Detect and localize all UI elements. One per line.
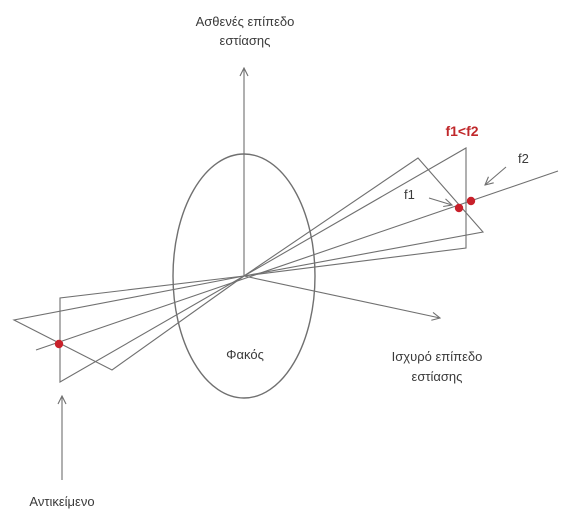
focal-point-f2 <box>466 196 476 206</box>
f2-label: f2 <box>518 151 529 166</box>
relation-label: f1<f2 <box>445 123 478 139</box>
image-plane-vertical <box>243 147 467 277</box>
strong-plane-label-line2: εστίασης <box>412 369 463 384</box>
object-plane-vertical <box>59 275 245 383</box>
weak-plane-label-line2: εστίασης <box>220 33 271 48</box>
strong-plane-label-line1: Ισχυρό επίπεδο <box>392 349 483 364</box>
weak-plane-label-line1: Ασθενές επίπεδο <box>196 14 295 29</box>
strong-plane-axis-arrow <box>243 275 440 318</box>
f1-pointer-arrow <box>428 197 452 205</box>
object-point <box>54 339 64 349</box>
lens-label: Φακός <box>226 347 264 362</box>
f2-pointer-arrow <box>485 166 507 185</box>
f1-label: f1 <box>404 187 415 202</box>
focal-point-f1 <box>454 203 464 213</box>
image-plane-horizontal <box>243 157 485 277</box>
object-label: Αντικείμενο <box>29 494 94 509</box>
optical-axis <box>35 170 559 351</box>
